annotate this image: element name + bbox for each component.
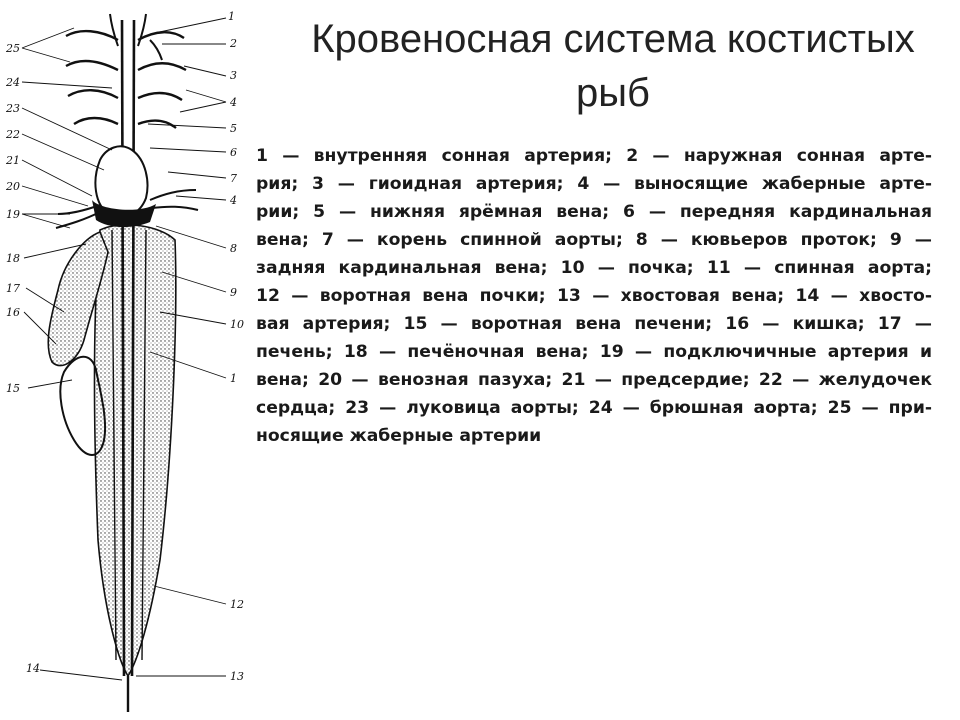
label-1: 1 (228, 10, 235, 23)
label-8: 8 (230, 242, 237, 255)
legend-line: носящие жаберные артерии (256, 426, 542, 446)
label-25: 25 (5, 42, 20, 55)
label-9: 9 (230, 286, 237, 299)
label-4b: 4 (229, 194, 237, 207)
legend-line: вая артерия; 15 — воротная вена печени; … (256, 314, 932, 334)
label-20: 20 (5, 180, 20, 193)
intestine-shape (59, 355, 107, 456)
label-2: 2 (229, 37, 237, 50)
label-15: 15 (6, 382, 20, 395)
legend-line: вена; 7 — корень спинной аорты; 8 — кювь… (256, 230, 932, 250)
label-12: 12 (230, 598, 244, 611)
label-3: 3 (230, 69, 237, 82)
kidney-shape (93, 224, 177, 678)
title-line-1: Кровеносная система костистых (311, 17, 915, 61)
legend-line: печень; 18 — печёночная вена; 19 — подкл… (256, 342, 932, 362)
label-16: 16 (6, 306, 20, 319)
label-6: 6 (230, 146, 237, 159)
label-7: 7 (230, 172, 237, 185)
label-18: 18 (6, 252, 20, 265)
label-21: 21 (5, 154, 20, 167)
liver-shape (47, 230, 109, 367)
title-line-2: рыб (576, 71, 650, 115)
fish-circulatory-diagram: 1 2 3 4 5 6 7 4 8 9 10 1 12 13 14 15 16 … (5, 10, 244, 712)
label-10: 10 (230, 318, 244, 331)
label-4a: 4 (229, 96, 237, 109)
legend-line: 12 — воротная вена почки; 13 — хвостовая… (256, 286, 932, 306)
legend-line: сердца; 23 — луковица аорты; 24 — брюшна… (256, 398, 932, 418)
label-17: 17 (6, 282, 20, 295)
label-11: 1 (230, 372, 237, 385)
legend-line: рии; 5 — нижняя ярёмная вена; 6 — передн… (256, 202, 932, 222)
label-14: 14 (26, 662, 40, 675)
legend-line: 1 — внутренняя сонная артерия; 2 — наруж… (256, 146, 932, 166)
label-23: 23 (5, 102, 20, 115)
label-22: 22 (5, 128, 20, 141)
legend-line: задняя кардинальная вена; 10 — почка; 11… (256, 258, 932, 278)
slide-title: Кровеносная система костистых рыб (268, 12, 958, 120)
legend-line: рия; 3 — гиоидная артерия; 4 — выносящие… (256, 174, 932, 194)
label-24: 24 (5, 76, 20, 89)
legend-text: 1 — внутренняя сонная артерия; 2 — наруж… (256, 142, 932, 450)
label-13: 13 (230, 670, 244, 683)
heart-shape (94, 145, 149, 219)
legend-line: вена; 20 — венозная пазуха; 21 — предсер… (256, 370, 932, 390)
label-19: 19 (6, 208, 20, 221)
label-5: 5 (230, 122, 237, 135)
